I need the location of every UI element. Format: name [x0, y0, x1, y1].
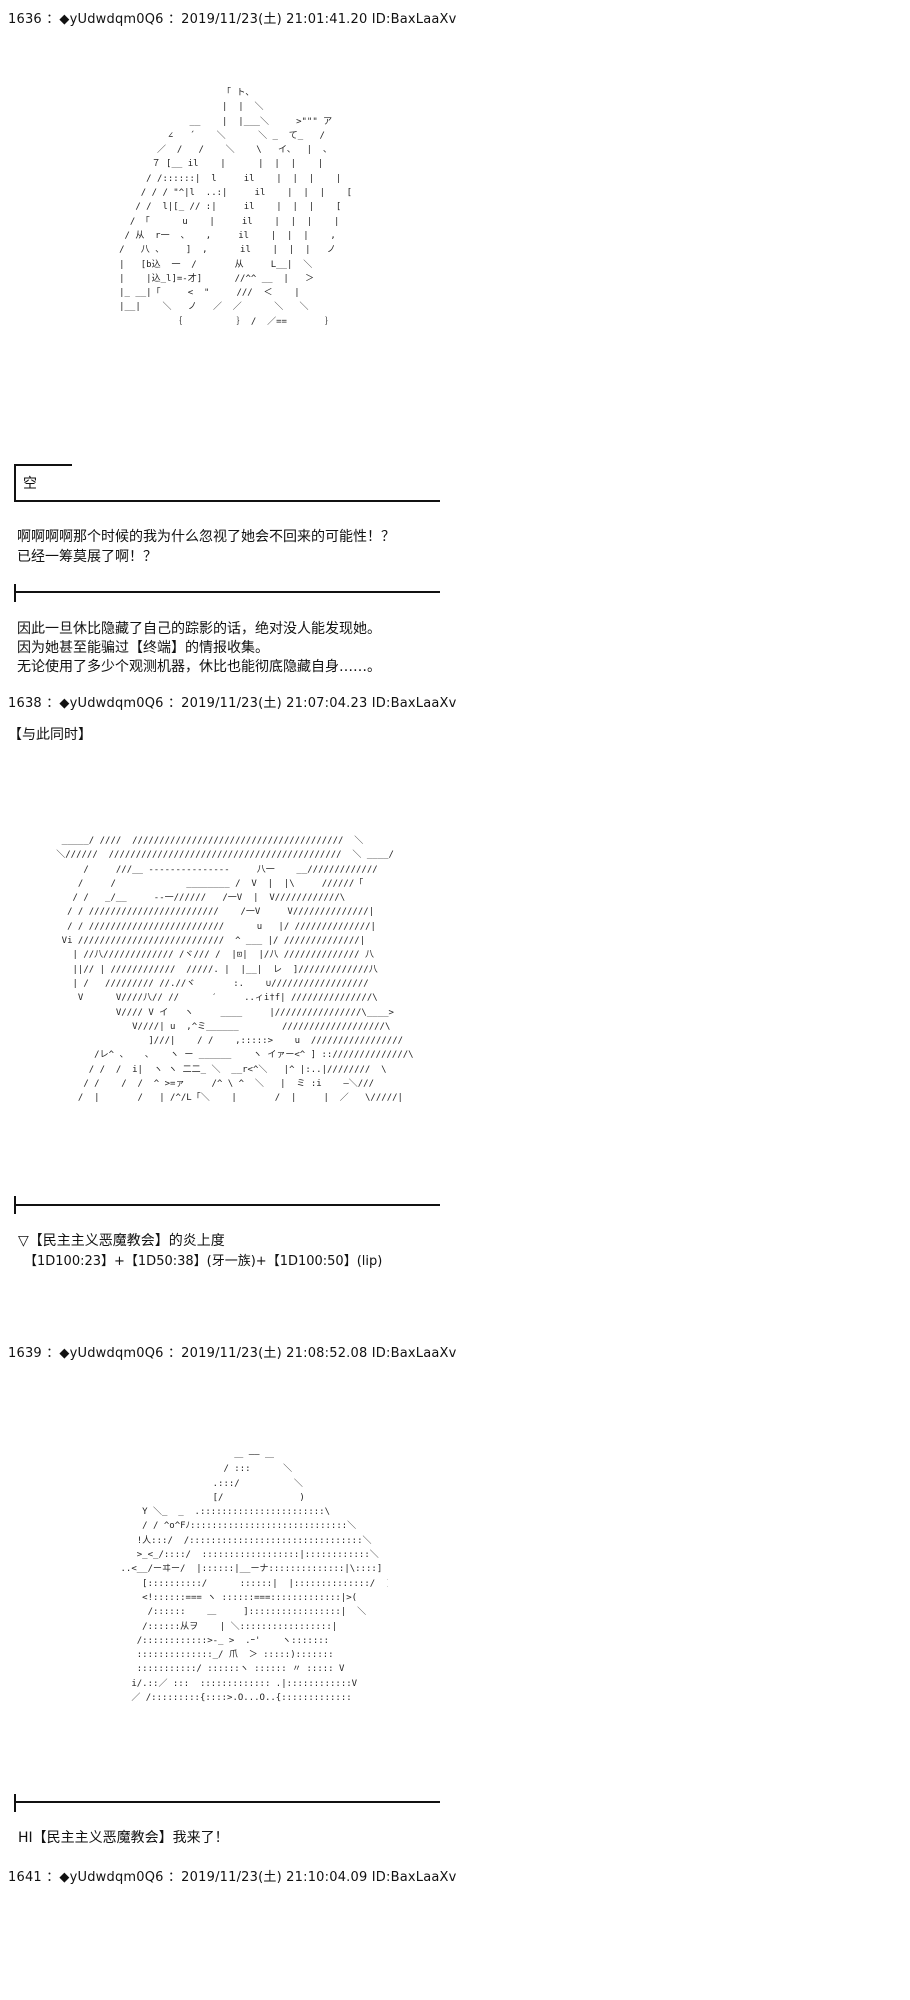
post-header-1641: 1641 ：◆yUdwdqm0Q6 ：2019/11/23(土) 21:10:0… — [8, 1870, 457, 1885]
box1-title: 空 — [23, 476, 37, 492]
box1-top-tick — [14, 464, 72, 466]
narration-line-2: 因为她甚至能骗过【终端】的情报收集。 — [17, 640, 269, 656]
narration-line-1: 因此一旦休比隐藏了自己的踪影的话，绝对没人能发现她。 — [17, 621, 381, 637]
box4-left-border — [14, 1794, 16, 1812]
hi-text: HI【民主主义恶魔教会】我来了！ — [18, 1830, 229, 1846]
bracket-text-meanwhile: 【与此同时】 — [8, 727, 92, 743]
box3-divider — [14, 1204, 440, 1206]
ascii-art-2: _____/ //// ////////////////////////////… — [56, 836, 414, 1104]
dialogue-line-2: 已经一筹莫展了啊！？ — [17, 549, 157, 565]
box4-divider — [14, 1801, 440, 1803]
box1-left-border — [14, 464, 16, 502]
narration-line-3: 无论使用了多少个观测机器，休比也能彻底隐藏自身……。 — [17, 659, 381, 675]
box1-bottom-border — [14, 500, 440, 502]
post-header-1638: 1638 ：◆yUdwdqm0Q6 ：2019/11/23(土) 21:07:0… — [8, 696, 457, 711]
box2-left-border — [14, 584, 16, 602]
ascii-art-3: ＿ —— ＿ / ::: ＼ .:::/ ＼ [/ ) Y ＼_ _ .::::… — [120, 1450, 389, 1704]
box2-divider — [14, 591, 440, 593]
post-header-1639: 1639 ：◆yUdwdqm0Q6 ：2019/11/23(土) 21:08:5… — [8, 1346, 457, 1361]
flame-level-title: ▽【民主主义恶魔教会】的炎上度 — [18, 1233, 225, 1249]
dice-roll-line: 【1D100:23】+【1D50:38】(牙一族)+【1D100:50】(lip… — [24, 1254, 383, 1269]
dialogue-line-1: 啊啊啊啊那个时候的我为什么忽视了她会不回来的可能性！？ — [17, 529, 395, 545]
ascii-art-1: 「 ト、 | | ＼ __ | |___＼ >""" ア ∠ ´ ＼ ＼ _ て… — [119, 88, 353, 327]
post-header-1636: 1636 ：◆yUdwdqm0Q6 ：2019/11/23(土) 21:01:4… — [8, 12, 457, 27]
